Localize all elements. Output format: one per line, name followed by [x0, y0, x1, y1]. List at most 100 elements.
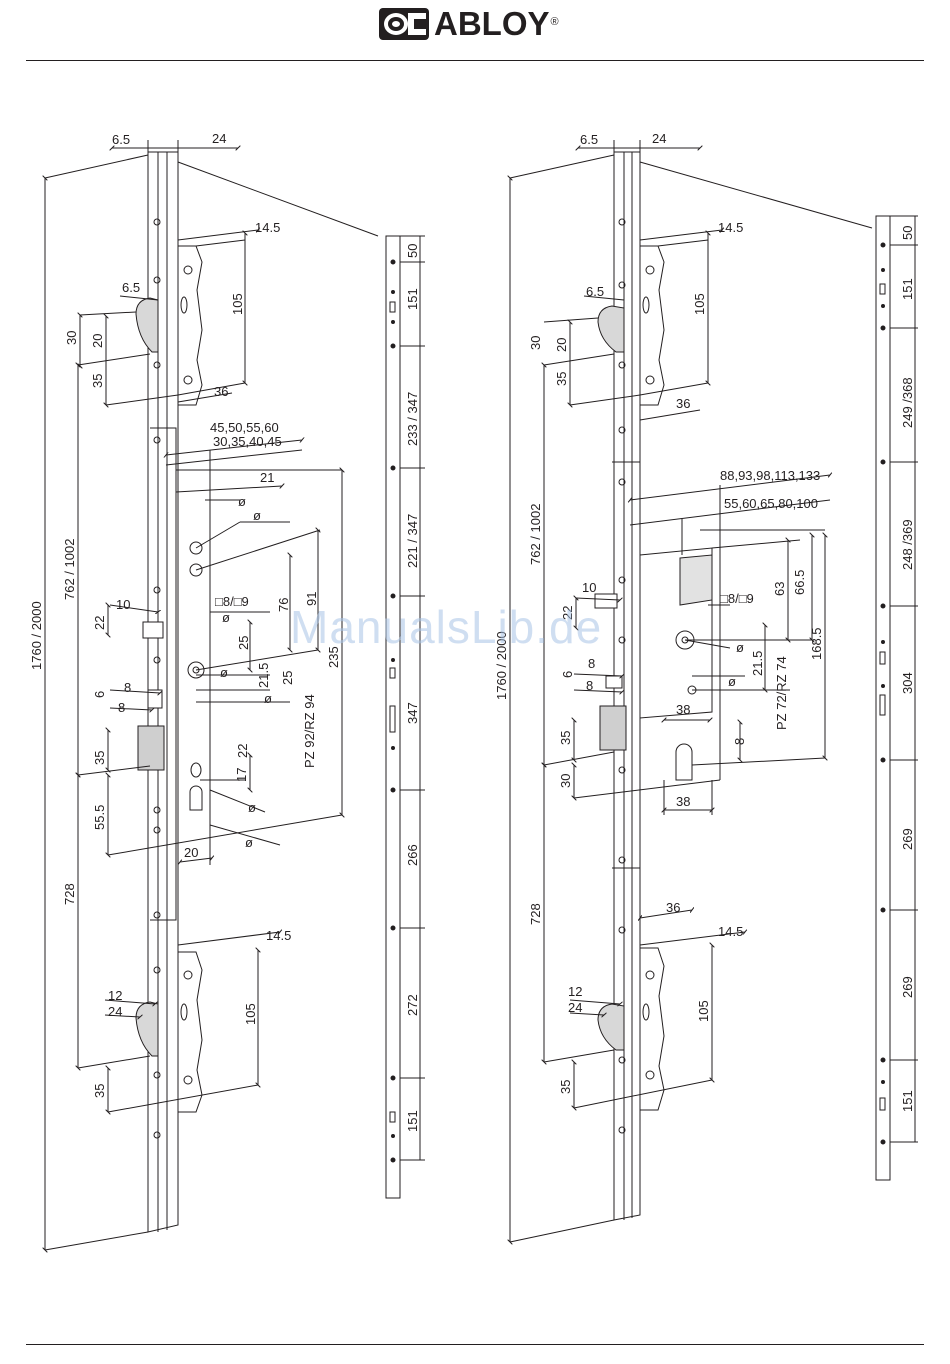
left-diam-1: ø: [238, 494, 246, 509]
right-rail-269b: 269: [900, 976, 915, 998]
left-dimension-labels: 6.5 24 1760 / 2000 762 / 1002 728 14.5 6…: [29, 131, 420, 1132]
left-lower-section: 728: [62, 883, 77, 905]
right-dimension-labels: 6.5 24 1760 / 2000 762 / 1002 728 14.5 6…: [494, 131, 915, 1112]
right-lower-section: 728: [528, 903, 543, 925]
left-rail-50: 50: [405, 244, 420, 258]
left-hook-14-5: 14.5: [255, 220, 280, 235]
right-rail-248: 248 /369: [900, 519, 915, 570]
left-diam-7: ø: [245, 835, 253, 850]
left-total-height: 1760 / 2000: [29, 601, 44, 670]
left-upper-section: 762 / 1002: [62, 539, 77, 600]
left-hook-6-5: 6.5: [122, 280, 140, 295]
footer-rule: [26, 1344, 924, 1345]
right-backset-b: 55,60,65,80,100: [724, 496, 818, 511]
left-lower-14-5: 14.5: [266, 928, 291, 943]
key-logo-icon: [379, 8, 429, 40]
right-hook-6-5: 6.5: [586, 284, 604, 299]
left-dim-25a: 25: [236, 636, 251, 650]
right-cylinder-centre: PZ 72/RZ 74: [774, 656, 789, 730]
right-latch-10: 10: [582, 580, 596, 595]
left-diam-5: ø: [264, 691, 272, 706]
right-latch-22: 22: [560, 606, 575, 620]
right-lower-35: 35: [558, 1080, 573, 1094]
right-bolt-30: 30: [558, 774, 573, 788]
registered-mark: ®: [550, 16, 559, 28]
left-latch-22: 22: [92, 616, 107, 630]
right-rail-249: 249 /368: [900, 377, 915, 428]
left-hook-105: 105: [230, 293, 245, 315]
left-hook-36: 36: [214, 384, 228, 399]
right-total-height: 1760 / 2000: [494, 631, 509, 700]
right-latch-6: 6: [560, 671, 575, 678]
left-backset-a: 45,50,55,60: [210, 420, 279, 435]
left-dim-22: 22: [235, 744, 250, 758]
left-rail-347: 347: [405, 702, 420, 724]
right-width-6-5: 6.5: [580, 132, 598, 147]
left-width-6-5: 6.5: [112, 132, 130, 147]
left-backset-b: 30,35,40,45: [213, 434, 282, 449]
left-strike-rail: [385, 235, 425, 1199]
left-hook-20: 20: [90, 334, 105, 348]
left-dim-20: 20: [184, 845, 198, 860]
right-latch-8a: 8: [588, 656, 595, 671]
right-lower-14-5: 14.5: [718, 924, 743, 939]
watermark: ManualsLib.de: [290, 601, 603, 653]
left-lower-12: 12: [108, 988, 122, 1003]
right-rail-269a: 269: [900, 828, 915, 850]
left-lock-assembly: [135, 151, 205, 1233]
right-diam-2: ø: [728, 674, 736, 689]
left-width-24: 24: [212, 131, 226, 146]
left-lower-35: 35: [92, 1084, 107, 1098]
left-dim-25b: 25: [280, 671, 295, 685]
right-dimension-lines: [510, 140, 873, 1242]
left-latch-8b: 8: [118, 700, 125, 715]
right-lower-24: 24: [568, 1000, 582, 1015]
right-dim-66-5: 66.5: [792, 570, 807, 595]
right-rail-151a: 151: [900, 278, 915, 300]
left-lower-105: 105: [243, 1003, 258, 1025]
left-cylinder-centre: PZ 92/RZ 94: [302, 694, 317, 768]
left-hook-30: 30: [64, 331, 79, 345]
right-rail-50: 50: [900, 226, 915, 240]
left-diam-3: ø: [222, 610, 230, 625]
right-dim-38b: 38: [676, 794, 690, 809]
left-bolt-35: 35: [92, 751, 107, 765]
left-dim-91: 91: [304, 592, 319, 606]
right-hook-35: 35: [554, 372, 569, 386]
left-diam-4: ø: [220, 665, 228, 680]
right-upper-section: 762 / 1002: [528, 504, 543, 565]
right-latch-8b: 8: [586, 678, 593, 693]
right-diam-1: ø: [736, 640, 744, 655]
brand-name: ABLOY: [434, 5, 550, 42]
right-hook-14-5: 14.5: [718, 220, 743, 235]
page-header: ABLOY ®: [0, 0, 950, 62]
left-dim-21-5: 21.5: [256, 663, 271, 688]
right-hook-36: 36: [676, 396, 690, 411]
right-dim-21-5: 21.5: [750, 651, 765, 676]
left-diam-2: ø: [253, 508, 261, 523]
right-backset-a: 88,93,98,113,133: [720, 468, 820, 483]
right-bolt-35: 35: [558, 731, 573, 745]
left-latch-6: 6: [92, 691, 107, 698]
right-lower-12: 12: [568, 984, 582, 999]
right-dim-63: 63: [772, 582, 787, 596]
left-latch-10: 10: [116, 597, 130, 612]
right-lock-assembly: [594, 151, 713, 1221]
left-latch-8a: 8: [124, 680, 131, 695]
left-lower-24: 24: [108, 1004, 122, 1019]
left-square-spindle: □8/□9: [215, 594, 249, 609]
right-strike-rail: [875, 215, 918, 1181]
left-rail-151a: 151: [405, 288, 420, 310]
right-dim-38a: 38: [676, 702, 690, 717]
left-rail-233: 233 / 347: [405, 392, 420, 446]
right-hook-20: 20: [554, 338, 569, 352]
left-rail-221: 221 / 347: [405, 514, 420, 568]
left-rail-266: 266: [405, 844, 420, 866]
left-rail-151b: 151: [405, 1110, 420, 1132]
right-dim-8: 8: [732, 738, 747, 745]
right-lower-105: 105: [696, 1000, 711, 1022]
left-rail-272: 272: [405, 994, 420, 1016]
left-dim-235: 235: [326, 646, 341, 668]
left-dim-76: 76: [276, 598, 291, 612]
